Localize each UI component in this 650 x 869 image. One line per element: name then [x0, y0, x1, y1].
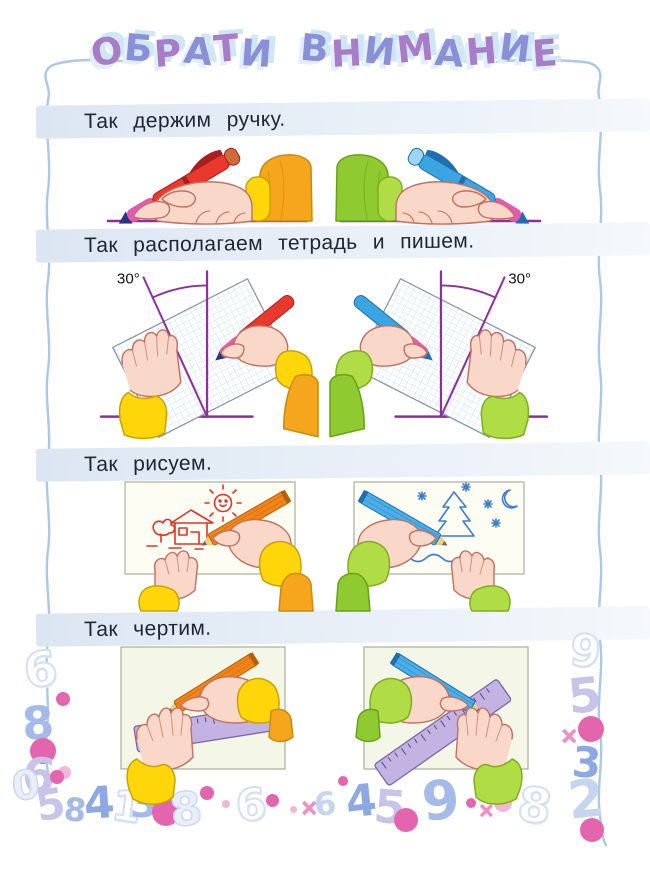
- angle-label: 30°: [508, 270, 531, 287]
- title-letter: А: [433, 30, 468, 77]
- angle-label: 30°: [117, 270, 140, 287]
- figure-ruler-left-hand: [356, 646, 529, 805]
- figure-ruler-right-hand: [120, 646, 293, 805]
- figure-left-hand-blue-pen: [336, 140, 540, 231]
- title-letter: Н: [464, 28, 501, 75]
- title-letter: И: [239, 30, 276, 77]
- title-letter: Т: [212, 25, 243, 72]
- title-letter: В: [298, 25, 333, 72]
- figure-notebook-right-hand-writing: 30°: [100, 270, 320, 440]
- title-letter: А: [181, 28, 217, 75]
- title-letter: И: [496, 25, 535, 72]
- title-letter: И: [361, 28, 399, 75]
- figure-drawing-blue-fir-stars-moon: [336, 481, 525, 611]
- title-letter: Б: [122, 25, 157, 72]
- figure-notebook-left-hand-writing: 30°: [328, 270, 548, 440]
- title-letter: Н: [329, 31, 365, 76]
- figure-right-hand-red-pen: [108, 140, 312, 231]
- title-letter: Е: [530, 31, 561, 76]
- figure-drawing-red-sun-house: [124, 481, 313, 611]
- title-letter: О: [87, 27, 128, 76]
- title-letter: М: [394, 25, 438, 72]
- title-letter: Р: [153, 31, 186, 76]
